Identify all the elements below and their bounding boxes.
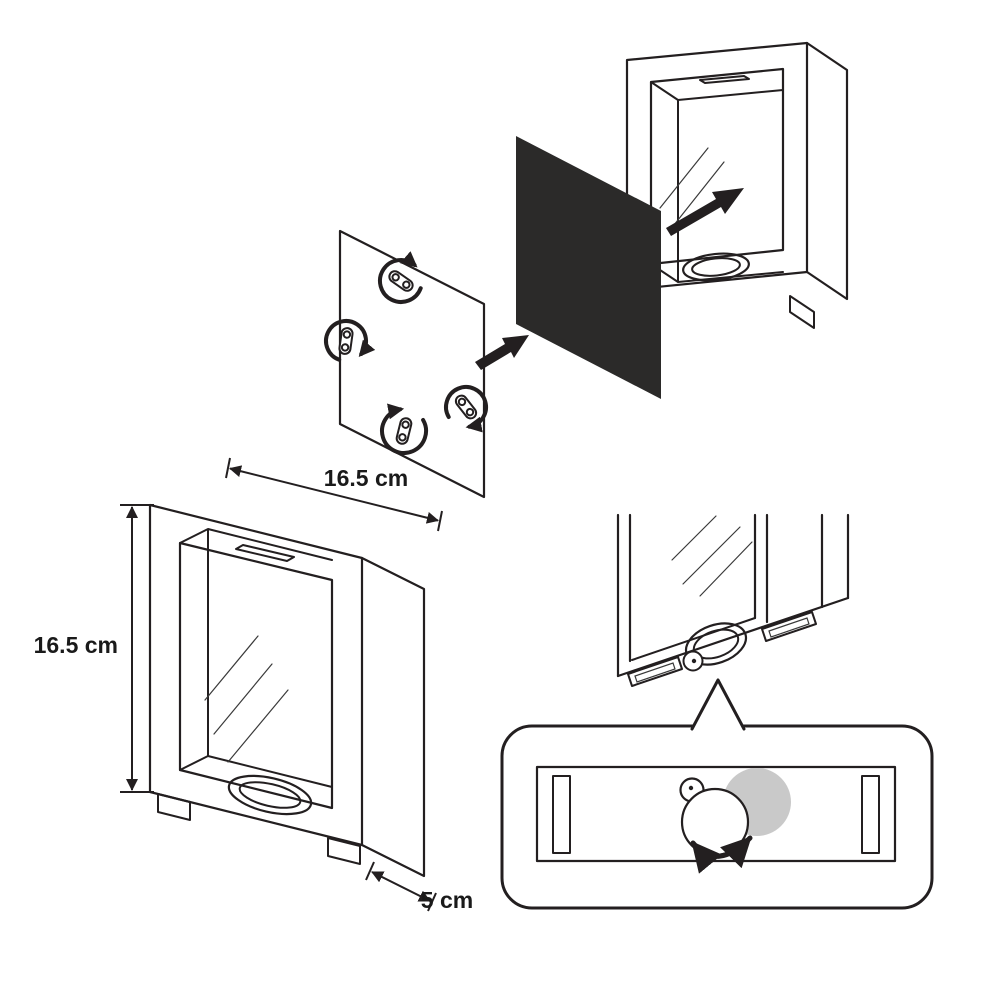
detail-foot-left-inner: [634, 662, 676, 683]
clip-pin: [402, 280, 411, 289]
extension-ticks: [365, 861, 437, 912]
frame-coin-hole: [227, 774, 313, 816]
back-panel: [324, 229, 488, 499]
clip-pin: [398, 433, 407, 442]
callout-bubble: [500, 678, 934, 910]
clip-pin: [391, 273, 400, 282]
clip-pin: [465, 407, 475, 417]
rotation-arrow-bottom: [380, 403, 429, 455]
frame-foot-left: [157, 793, 191, 821]
frame-front-view: [148, 503, 426, 878]
rotation-arrow-left: [324, 319, 376, 362]
detail-bottom-edge: [616, 596, 850, 678]
box-right-side: [805, 41, 849, 301]
height-label: 16.5 cm: [34, 632, 118, 658]
detail-glass-shine: [671, 515, 753, 597]
clip-pin: [340, 343, 350, 352]
insert-arrow-panel: [475, 335, 529, 370]
dimension-depth: 5 cm: [365, 861, 473, 913]
box-foot: [789, 295, 815, 329]
extension-ticks: [225, 457, 443, 532]
frame-foot-right: [327, 837, 361, 865]
detail-knob-pin: [691, 658, 697, 664]
dimension-line: [371, 871, 431, 902]
backing-panel: [516, 136, 661, 399]
frame-right-side: [360, 556, 426, 878]
coin-hole-inner: [238, 781, 302, 809]
clip-bottom: [395, 417, 413, 445]
bottom-detail-view: [616, 513, 850, 687]
rotation-arrow-right: [444, 385, 488, 433]
frame-glass-shine: [204, 635, 289, 763]
insert-arrow-frame: [666, 188, 744, 236]
detail-foot-left: [627, 656, 683, 687]
detail-foot-right: [761, 611, 817, 642]
clip-pin: [401, 420, 410, 429]
coin-hole-rim: [682, 252, 750, 282]
frame-inner-opening: [178, 541, 334, 810]
rotation-arrow-top: [378, 251, 423, 304]
clip-pin: [342, 330, 352, 339]
frame-interior-edges: [179, 528, 333, 788]
frame-front-face: [148, 503, 364, 847]
dimension-height: 16.5 cm: [34, 504, 154, 793]
clip-pin: [457, 397, 467, 407]
back-panel-board: [338, 229, 486, 499]
bubble-slot-right: [861, 775, 880, 854]
box-coin-hole: [682, 252, 750, 282]
detail-foot-right-inner: [768, 617, 810, 638]
bubble-slot-left: [552, 775, 571, 854]
turn-disc-pin: [688, 785, 694, 791]
clip-right: [454, 394, 478, 420]
turn-direction-arrow: [690, 835, 753, 874]
depth-label: 5 cm: [421, 887, 473, 913]
box-coin-slot: [699, 75, 750, 84]
extension-ticks: [120, 504, 154, 793]
width-label: 16.5 cm: [324, 465, 408, 491]
detail-wall-lines: [616, 513, 850, 678]
box-inner-opening: [649, 67, 785, 266]
clip-body: [395, 417, 413, 445]
callout-pointer: [690, 678, 746, 731]
coin-hole-rim: [227, 774, 313, 816]
clip-body: [388, 270, 414, 292]
clip-top: [388, 270, 414, 292]
dimension-line: [229, 465, 439, 524]
dimension-width: 16.5 cm: [225, 457, 443, 532]
frame-coin-slot: [235, 544, 295, 562]
clip-left: [338, 327, 354, 355]
box-glass-shine: [659, 147, 725, 231]
coin-hole-inner: [691, 257, 741, 277]
